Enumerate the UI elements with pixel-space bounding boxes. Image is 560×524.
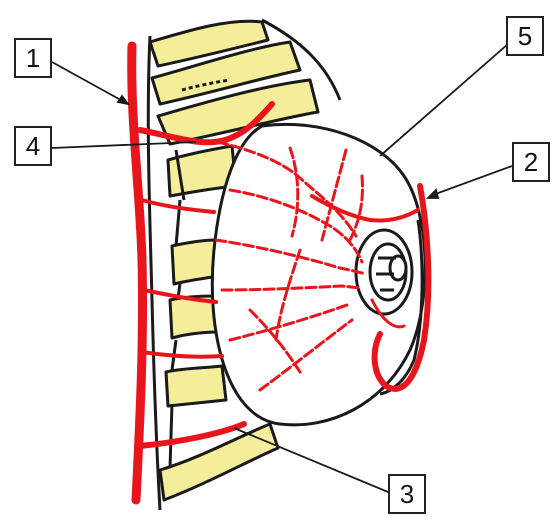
nipple xyxy=(390,256,406,280)
callout-label-1: 1 xyxy=(14,38,52,78)
rib-7 xyxy=(166,366,226,406)
callout-label-2: 2 xyxy=(512,142,550,182)
leader-5 xyxy=(380,44,508,156)
leader-4 xyxy=(52,142,196,148)
sternal-outline xyxy=(148,36,160,510)
leader-2 xyxy=(430,166,512,196)
leader-2-arrowhead xyxy=(428,190,438,198)
callout-text-4: 4 xyxy=(26,131,40,162)
leader-3 xyxy=(234,428,388,492)
callout-text-1: 1 xyxy=(26,43,40,74)
internal-thoracic-artery xyxy=(132,46,143,500)
callout-text-3: 3 xyxy=(400,479,414,510)
callout-text-5: 5 xyxy=(518,21,532,52)
callout-label-5: 5 xyxy=(506,16,544,56)
callout-label-4: 4 xyxy=(14,126,52,166)
leader-1-arrowhead xyxy=(118,96,128,104)
callout-text-2: 2 xyxy=(524,147,538,178)
callout-label-3: 3 xyxy=(388,474,426,514)
leader-1 xyxy=(52,62,128,104)
breast-outline xyxy=(212,124,425,424)
